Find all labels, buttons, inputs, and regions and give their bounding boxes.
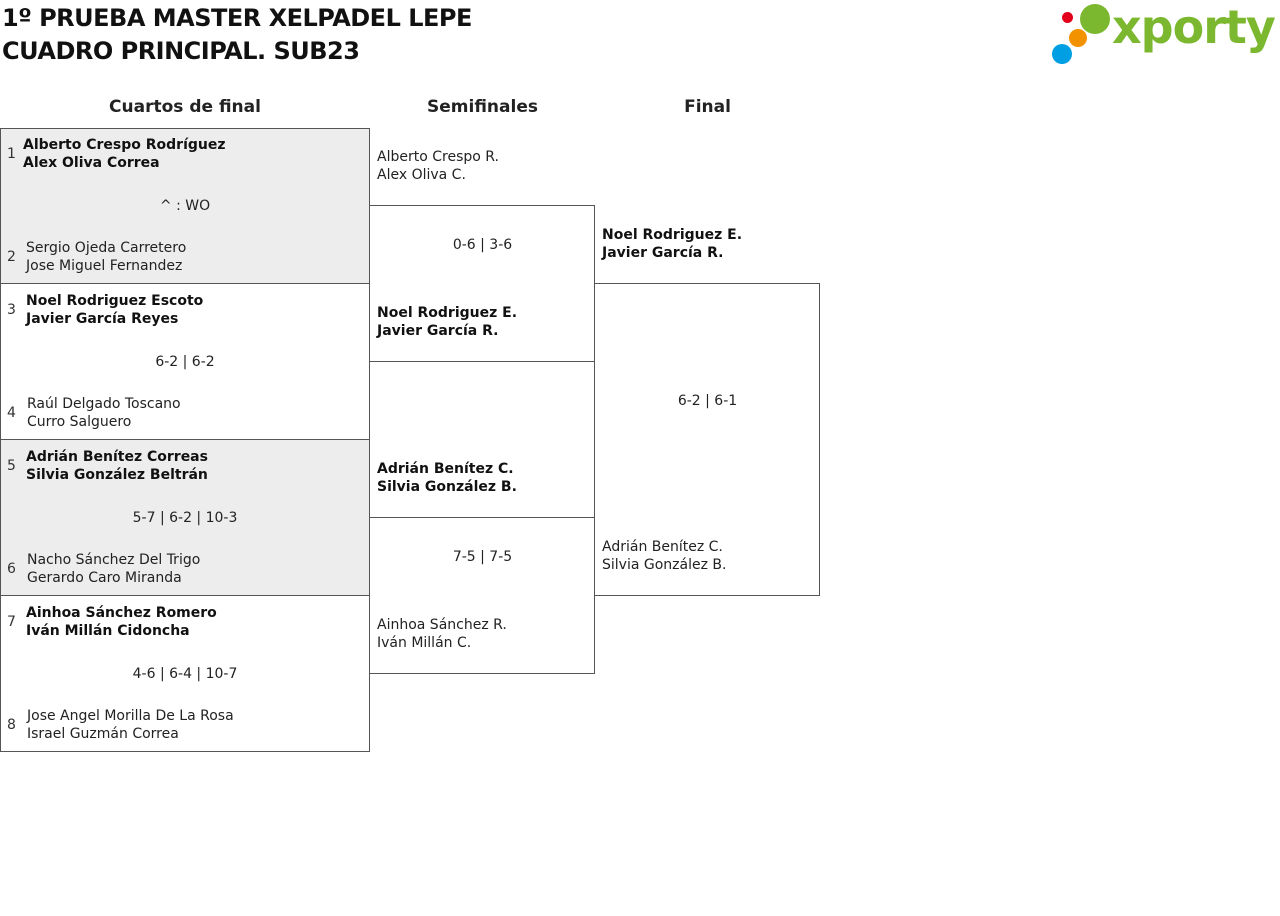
- team-b-pair: Nacho Sánchez Del Trigo Gerardo Caro Mir…: [27, 551, 200, 587]
- team-a-pair: Noel Rodriguez Escoto Javier García Reye…: [26, 292, 203, 328]
- player-name: Adrián Benítez C.: [377, 461, 514, 477]
- player-name: Javier García R.: [377, 323, 499, 339]
- player-name: Noel Rodriguez Escoto: [26, 293, 204, 309]
- player-name: Alberto Crespo R.: [377, 149, 499, 165]
- final-match: [594, 283, 820, 596]
- player-name: Ainhoa Sánchez Romero: [26, 605, 217, 621]
- player-name: Iván Millán C.: [377, 635, 472, 651]
- logo-text: xporty: [1112, 0, 1276, 54]
- semifinal-2-team-b: Ainhoa Sánchez R. Iván Millán C.: [377, 616, 507, 652]
- match-score: 5-7 | 6-2 | 10-3: [132, 510, 238, 526]
- quarterfinal-match-1: [0, 128, 370, 284]
- xporty-logo: xporty: [1052, 0, 1276, 66]
- match-score: 7-5 | 7-5: [452, 549, 513, 565]
- player-name: Alex Oliva C.: [377, 167, 466, 183]
- quarterfinal-match-3: [0, 439, 370, 596]
- match-score: 6-2 | 6-1: [677, 393, 738, 409]
- final-team-b: Adrián Benítez C. Silvia González B.: [602, 538, 726, 574]
- seed-number: 4: [7, 405, 16, 421]
- seed-number: 3: [7, 302, 16, 318]
- semifinal-1-team-a: Alberto Crespo R. Alex Oliva C.: [377, 148, 499, 184]
- player-name: Adrián Benítez Correas: [26, 449, 208, 465]
- player-name: Silvia González B.: [602, 557, 727, 573]
- round-header-final: Final: [684, 97, 731, 117]
- player-name: Jose Miguel Fernandez: [26, 258, 183, 274]
- semifinal-2-team-a: Adrián Benítez C. Silvia González B.: [377, 460, 517, 496]
- seed-number: 8: [7, 717, 16, 733]
- player-name: Nacho Sánchez Del Trigo: [27, 552, 201, 568]
- player-name: Silvia González B.: [377, 479, 517, 495]
- player-name: Alex Oliva Correa: [23, 155, 160, 171]
- match-score: ^ : WO: [159, 198, 211, 214]
- team-a-pair: Ainhoa Sánchez Romero Iván Millán Cidonc…: [26, 604, 217, 640]
- match-score: 4-6 | 6-4 | 10-7: [132, 666, 238, 682]
- team-b-pair: Raúl Delgado Toscano Curro Salguero: [27, 395, 181, 431]
- player-name: Noel Rodriguez E.: [377, 305, 518, 321]
- player-name: Raúl Delgado Toscano: [27, 396, 181, 412]
- player-name: Javier García Reyes: [26, 311, 179, 327]
- player-name: Israel Guzmán Correa: [27, 726, 179, 742]
- player-name: Noel Rodriguez E.: [602, 227, 743, 243]
- player-name: Curro Salguero: [27, 414, 132, 430]
- seed-number: 1: [7, 146, 16, 162]
- player-name: Sergio Ojeda Carretero: [26, 240, 187, 256]
- player-name: Alberto Crespo Rodríguez: [23, 137, 226, 153]
- seed-number: 5: [7, 458, 16, 474]
- player-name: Adrián Benítez C.: [602, 539, 723, 555]
- player-name: Ainhoa Sánchez R.: [377, 617, 507, 633]
- seed-number: 6: [7, 561, 16, 577]
- round-header-quarterfinals: Cuartos de final: [109, 97, 261, 117]
- player-name: Silvia González Beltrán: [26, 467, 208, 483]
- team-b-pair: Sergio Ojeda Carretero Jose Miguel Ferna…: [26, 239, 186, 275]
- logo-dot-orange-icon: [1069, 29, 1087, 47]
- page-title: 1º PRUEBA MASTER XELPADEL LEPE: [2, 4, 472, 32]
- logo-dot-red-icon: [1062, 12, 1073, 23]
- team-b-pair: Jose Angel Morilla De La Rosa Israel Guz…: [27, 707, 234, 743]
- seed-number: 2: [7, 249, 16, 265]
- seed-number: 7: [7, 614, 16, 630]
- player-name: Javier García R.: [602, 245, 724, 261]
- semifinal-1-team-b: Noel Rodriguez E. Javier García R.: [377, 304, 517, 340]
- player-name: Gerardo Caro Miranda: [27, 570, 182, 586]
- match-score: 0-6 | 3-6: [452, 237, 513, 253]
- player-name: Iván Millán Cidoncha: [26, 623, 190, 639]
- logo-dot-green-icon: [1080, 4, 1110, 34]
- final-team-a: Noel Rodriguez E. Javier García R.: [602, 226, 742, 262]
- logo-dot-blue-icon: [1052, 44, 1072, 64]
- page-subtitle: CUADRO PRINCIPAL. SUB23: [2, 37, 360, 65]
- team-a-pair: Alberto Crespo Rodríguez Alex Oliva Corr…: [23, 136, 226, 172]
- player-name: Jose Angel Morilla De La Rosa: [27, 708, 234, 724]
- team-a-pair: Adrián Benítez Correas Silvia González B…: [26, 448, 208, 484]
- match-score: 6-2 | 6-2: [155, 354, 215, 370]
- round-header-semifinals: Semifinales: [427, 97, 538, 117]
